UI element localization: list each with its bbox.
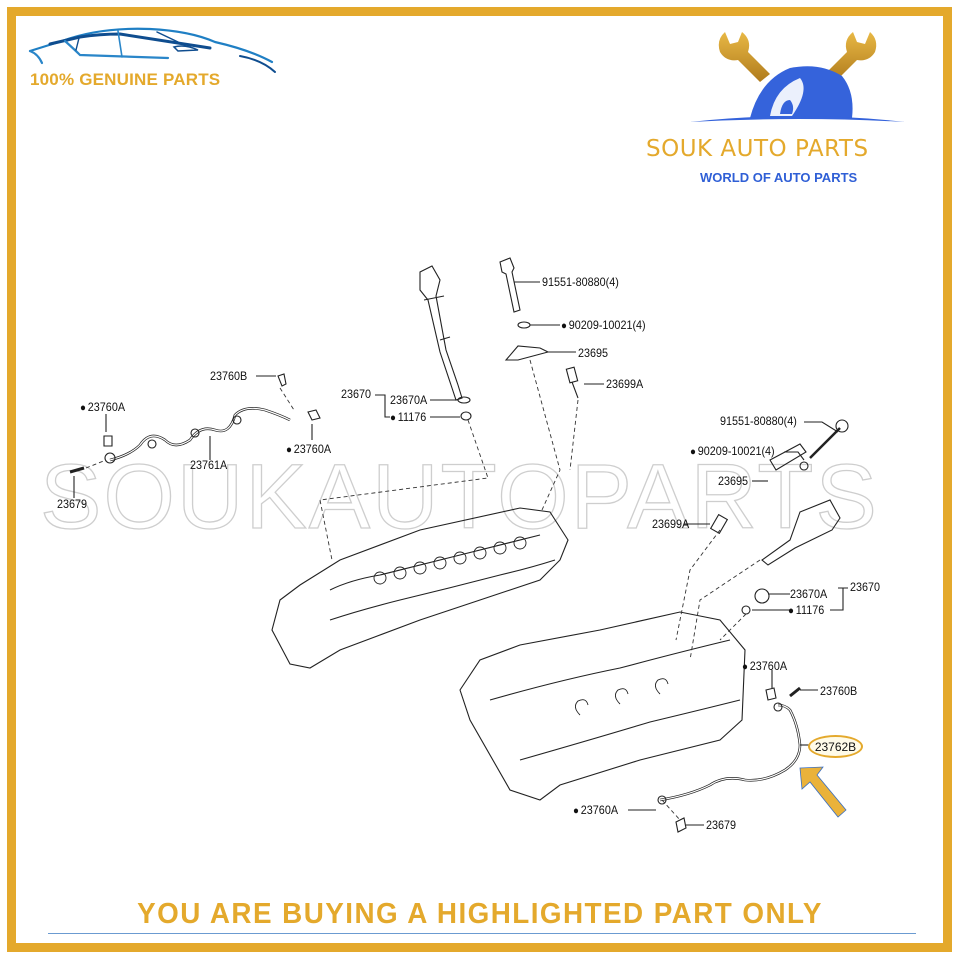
souk-auto-parts-name: SOUK AUTO PARTS bbox=[646, 136, 869, 162]
gold-frame-border bbox=[7, 7, 952, 952]
callout-23679-right: 23679 bbox=[706, 818, 737, 832]
callout-23695-right: 23695 bbox=[718, 474, 749, 488]
callout-11176-right: 11176 bbox=[788, 603, 824, 617]
footer-divider bbox=[48, 933, 916, 934]
callout-23699a-right: 23699A bbox=[652, 517, 690, 531]
callout-23760a-right-top: 23760A bbox=[742, 659, 787, 673]
callout-91551-80880-left: 91551-80880(4) bbox=[542, 275, 619, 289]
callout-23695-left: 23695 bbox=[578, 346, 609, 360]
callout-23760a-left-bottom: 23760A bbox=[286, 442, 331, 456]
callout-23761a: 23761A bbox=[190, 458, 228, 472]
callout-11176-left: 11176 bbox=[390, 410, 426, 424]
highlighted-part-label: 23762B bbox=[808, 735, 863, 758]
callout-23699a-left: 23699A bbox=[606, 377, 644, 391]
callout-23670a-right: 23670A bbox=[790, 587, 828, 601]
highlighted-part-number: 23762B bbox=[814, 739, 857, 754]
callout-23679-left: 23679 bbox=[57, 497, 88, 511]
callout-23760a-right-bottom: 23760A bbox=[573, 803, 618, 817]
callout-23760b-right: 23760B bbox=[820, 684, 858, 698]
callout-23760a-left-top: 23760A bbox=[80, 400, 125, 414]
genuine-parts-tagline: 100% GENUINE PARTS bbox=[30, 70, 221, 89]
watermark-text: SOUKAUTOPARTS bbox=[39, 445, 879, 548]
highlighted-part-notice: YOU ARE BUYING A HIGHLIGHTED PART ONLY bbox=[137, 898, 823, 930]
callout-90209-10021-right: 90209-10021(4) bbox=[690, 444, 775, 458]
souk-auto-parts-subtitle: WORLD OF AUTO PARTS bbox=[700, 170, 858, 185]
callout-90209-10021-left: 90209-10021(4) bbox=[561, 318, 646, 332]
callout-23670-left: 23670 bbox=[341, 387, 372, 401]
callout-91551-80880-right: 91551-80880(4) bbox=[720, 414, 797, 428]
callout-23670a-left: 23670A bbox=[390, 393, 428, 407]
callout-23670-right: 23670 bbox=[850, 580, 881, 594]
callout-23760b-left: 23760B bbox=[210, 369, 248, 383]
